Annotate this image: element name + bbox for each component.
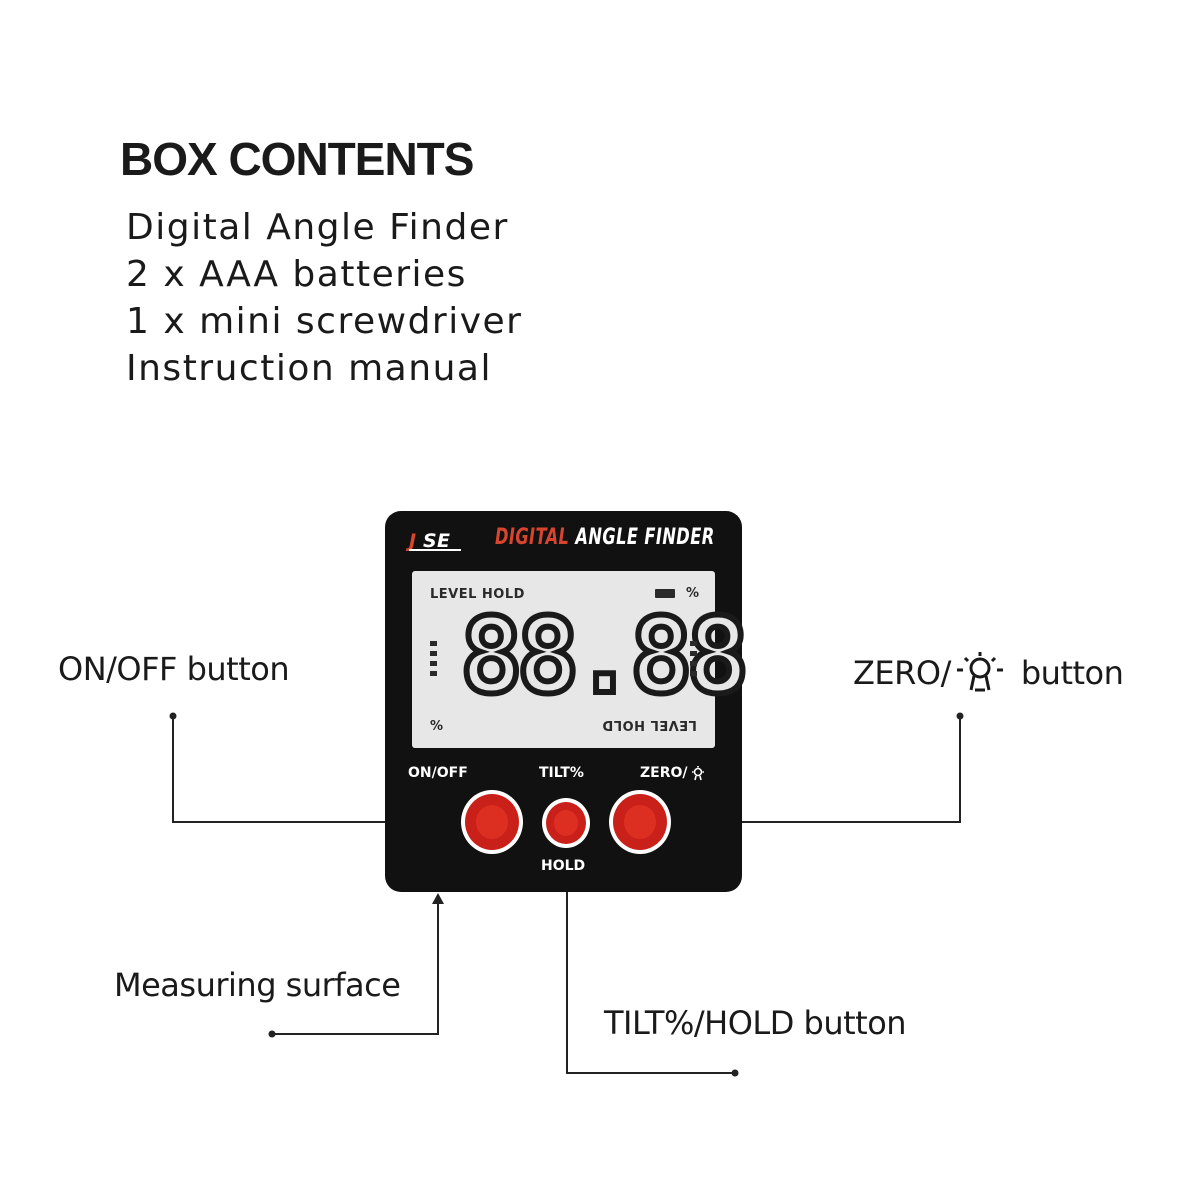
tilt-hold-leader-line xyxy=(566,892,735,1074)
tilt-button-label: TILT% xyxy=(539,765,584,781)
hold-button-label: HOLD xyxy=(541,858,586,874)
tilt-hold-button[interactable] xyxy=(542,798,590,848)
zero-button[interactable] xyxy=(609,790,671,854)
on-off-callout-label: ON/OFF button xyxy=(58,650,290,688)
measuring-surface-arrowhead xyxy=(432,893,444,904)
box-contents-item: 1 x mini screwdriver xyxy=(126,301,523,342)
zero-leader-dot xyxy=(956,712,964,720)
measuring-surface-leader-line xyxy=(272,902,439,1035)
lcd-percent-top: % xyxy=(685,586,699,601)
tilt-hold-callout-label: TILT%/HOLD button xyxy=(604,1004,907,1042)
brand-name-white: ANGLE FINDER xyxy=(575,525,715,550)
zero-callout-suffix: button xyxy=(1020,654,1124,692)
light-bulb-icon xyxy=(956,652,1003,692)
svg-text:S: S xyxy=(423,530,437,552)
lcd-percent-bottom: % xyxy=(430,719,444,734)
box-contents-item: Digital Angle Finder xyxy=(126,207,509,248)
tilt-hold-leader-dot xyxy=(731,1069,739,1077)
on-off-button[interactable] xyxy=(461,790,523,854)
lcd-level-bar-right xyxy=(690,641,697,676)
zero-button-label-text: ZERO/ xyxy=(640,765,688,781)
zero-callout-label: ZERO/ button xyxy=(853,650,1124,696)
brand-logo: J S E xyxy=(405,525,475,555)
battery-icon xyxy=(655,589,675,598)
lcd-level-hold-bottom: LEVEL HOLD xyxy=(602,717,697,732)
box-contents-item: Instruction manual xyxy=(126,348,492,389)
box-contents-item: 2 x AAA batteries xyxy=(126,254,467,295)
angle-finder-device: J S E DIGITAL ANGLE FINDER LEVEL HOLD % … xyxy=(385,511,752,892)
brand-name-red: DIGITAL xyxy=(495,525,570,550)
lcd-display: LEVEL HOLD % 88.88 % LEVEL HOLD xyxy=(412,571,752,748)
svg-text:J: J xyxy=(405,530,416,552)
zero-callout-prefix: ZERO/ xyxy=(853,654,951,692)
lcd-level-bar-left xyxy=(430,641,437,676)
zero-leader-line xyxy=(742,716,961,823)
on-off-button-label: ON/OFF xyxy=(408,765,468,781)
zero-button-label: ZERO/ xyxy=(640,765,706,781)
small-light-icon xyxy=(691,766,704,781)
svg-text:E: E xyxy=(437,530,450,552)
measuring-surface-leader-dot xyxy=(268,1030,276,1038)
measuring-surface-callout-label: Measuring surface xyxy=(114,966,401,1004)
box-contents-list: Digital Angle Finder 2 x AAA batteries 1… xyxy=(126,204,523,392)
lcd-digits: 88.88 xyxy=(457,595,752,717)
on-off-leader-line xyxy=(172,716,385,823)
lcd-level-hold-top: LEVEL HOLD xyxy=(430,587,525,602)
brand-name: DIGITAL ANGLE FINDER xyxy=(495,525,715,550)
box-contents-title: BOX CONTENTS xyxy=(120,133,474,185)
on-off-leader-dot xyxy=(169,712,177,720)
brand-logo-icon: J S E xyxy=(405,530,461,552)
